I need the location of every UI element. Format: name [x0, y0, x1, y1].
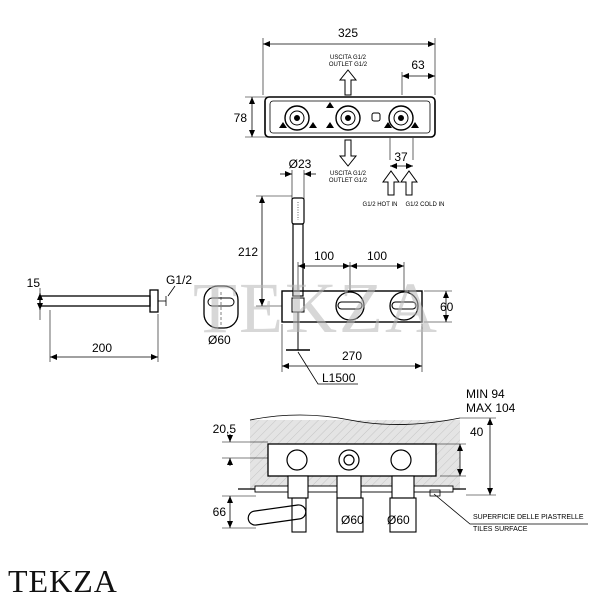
valve-right: [388, 105, 414, 131]
front-view-labels: Ø23 212 100 100 60 270 L1500: [238, 157, 454, 385]
front-plate: [281, 290, 423, 323]
outlet-down-label-2: OUTLET G1/2: [329, 178, 368, 184]
section-handle: [247, 504, 307, 526]
watermark-text: TEKZA: [193, 268, 439, 348]
dim-212: 212: [238, 245, 258, 259]
dim-dia-60-a: Ø60: [341, 513, 364, 527]
top-view: [245, 38, 436, 196]
section-view: [222, 414, 588, 533]
tiles-label-1: SUPERFICIE DELLE PIASTRELLE: [473, 514, 584, 521]
dim-20-5: 20,5: [213, 422, 237, 436]
front-view: [256, 170, 452, 385]
cold-inlet-arrow: [400, 170, 418, 196]
outlet-up-label-1: USCITA G1/2: [330, 55, 367, 61]
valve-center: [335, 105, 361, 131]
dim-37: 37: [394, 150, 408, 164]
dim-66: 66: [213, 505, 227, 519]
outlet-arrow-up: [338, 69, 358, 96]
dim-dia-60-flange: Ø60: [208, 333, 231, 347]
dim-270: 270: [342, 349, 362, 363]
dim-min: MIN 94: [466, 387, 505, 401]
top-plate-outer: [264, 96, 436, 138]
spout-view: [37, 285, 239, 362]
dim-100-a: 100: [314, 249, 334, 263]
top-plate-inner: [269, 100, 431, 134]
cold-in-label: G1/2 COLD IN: [405, 202, 444, 208]
dim-15: 15: [27, 276, 41, 290]
hot-in-label: G1/2 HOT IN: [363, 202, 398, 208]
dim-g12: G1/2: [166, 273, 192, 287]
handshower-handle: [292, 223, 304, 297]
spout-view-labels: 15 G1/2 200 Ø60: [27, 273, 231, 355]
dim-dia-23: Ø23: [289, 157, 312, 171]
outlet-up-label-2: OUTLET G1/2: [329, 62, 368, 68]
top-view-labels: 325 63 78 USCITA G1/2 OUTLET G1/2 USCITA…: [234, 26, 445, 208]
brand-logo-text: TEKZA: [8, 563, 118, 599]
dim-63: 63: [411, 58, 425, 72]
dim-200: 200: [92, 341, 112, 355]
hot-inlet-arrow: [382, 170, 400, 196]
dim-325: 325: [338, 26, 358, 40]
dim-78: 78: [234, 111, 248, 125]
section-view-labels: MIN 94 MAX 104 20,5 40 66 Ø60 Ø60 SUPERF…: [213, 387, 584, 533]
dim-max: MAX 104: [466, 401, 516, 415]
handshower-head: [291, 197, 305, 225]
dim-40: 40: [470, 425, 484, 439]
valve-left: [284, 105, 310, 131]
hose-leader: [297, 351, 358, 385]
dim-dia-60-b: Ø60: [387, 513, 410, 527]
dim-60: 60: [440, 300, 454, 314]
spout-body: [39, 295, 151, 307]
front-knob-right: [389, 291, 419, 321]
hose-length: L1500: [322, 371, 356, 385]
dim-100-b: 100: [367, 249, 387, 263]
spout-flange-front: [203, 285, 239, 329]
front-knob-center: [335, 291, 365, 321]
outlet-arrow-down: [338, 139, 358, 167]
outlet-down-label-1: USCITA G1/2: [330, 171, 367, 177]
spout-flange: [149, 289, 159, 313]
tiles-label-2: TILES SURFACE: [473, 526, 528, 533]
